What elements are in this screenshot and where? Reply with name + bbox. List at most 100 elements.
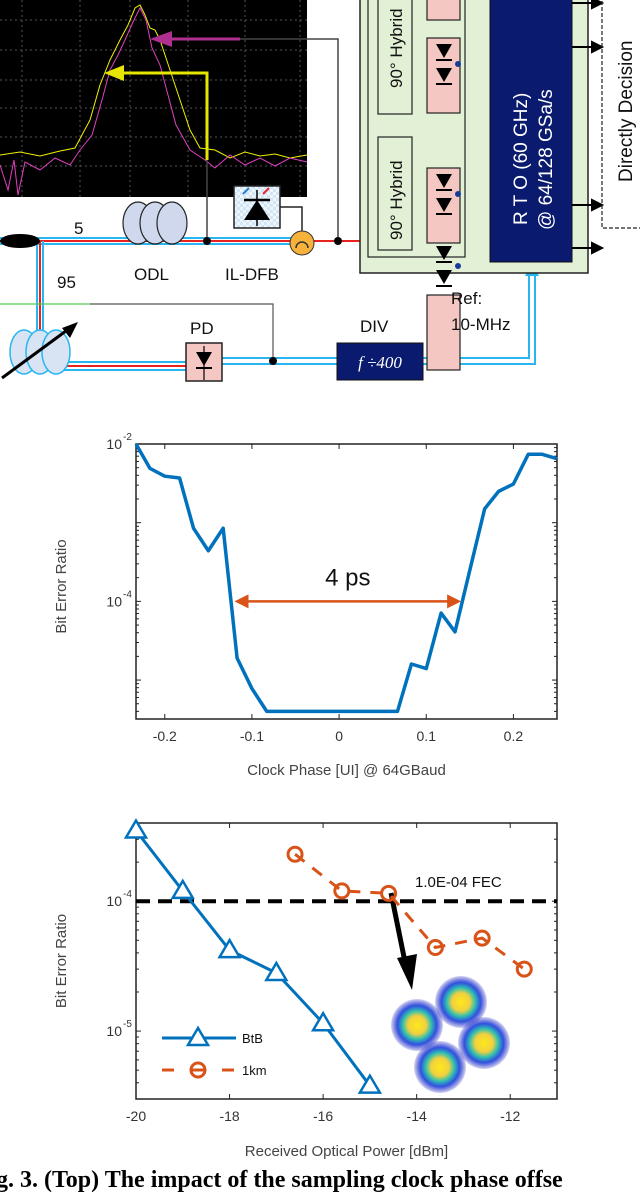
y-tick-exponent: -5 bbox=[123, 1019, 132, 1030]
hybrid-bottom bbox=[377, 136, 413, 251]
circle-marker bbox=[333, 882, 351, 900]
diode-icon bbox=[436, 44, 452, 58]
x-tick-label: -18 bbox=[219, 1108, 239, 1124]
magenta-arrowhead bbox=[150, 31, 172, 47]
minus-terminal bbox=[455, 263, 461, 269]
node-dot bbox=[334, 237, 342, 245]
x-tick-label: -16 bbox=[313, 1108, 333, 1124]
polarization-controller bbox=[9, 329, 71, 375]
circle-marker bbox=[515, 960, 533, 978]
legend-entry: BtB bbox=[162, 1025, 263, 1047]
x-tick-label: -0.1 bbox=[240, 728, 264, 744]
pd-box bbox=[426, 0, 461, 21]
diode-icon bbox=[436, 246, 452, 260]
x-tick-label: 0 bbox=[335, 728, 343, 744]
legend-label: BtB bbox=[242, 1031, 263, 1046]
constellation-inset bbox=[391, 976, 510, 1093]
decision-box bbox=[601, 0, 640, 229]
y-tick-label: 10 bbox=[106, 893, 122, 909]
x-tick-label: -20 bbox=[126, 1108, 146, 1124]
legend-entry: 1km bbox=[162, 1061, 267, 1079]
rto-line2: @ 64/128 GSa/s bbox=[536, 89, 557, 230]
hybrid-top-label: 90° Hybrid bbox=[387, 8, 406, 88]
split-5-label: 5 bbox=[74, 219, 83, 238]
il-dfb-label: IL-DFB bbox=[225, 265, 279, 284]
triangle-marker bbox=[217, 937, 242, 959]
node-dot bbox=[269, 357, 277, 365]
fec-threshold-label: 1.0E-04 FEC bbox=[415, 874, 502, 891]
triangle-marker bbox=[310, 1010, 336, 1032]
constellation-cluster bbox=[414, 1041, 466, 1093]
il-dfb-laser-icon bbox=[233, 185, 303, 232]
diode-icon bbox=[436, 68, 452, 82]
minus-terminal bbox=[455, 191, 461, 197]
triangle-marker bbox=[185, 1025, 211, 1047]
plot-frame bbox=[135, 443, 558, 720]
hybrid-bottom-label: 90° Hybrid bbox=[387, 160, 406, 240]
circle-marker bbox=[189, 1061, 207, 1079]
ref-freq-label: 10-MHz bbox=[451, 315, 511, 334]
div-box-label: f ÷400 bbox=[358, 353, 402, 372]
hybrid-top bbox=[377, 0, 413, 115]
triangle-marker bbox=[264, 960, 289, 982]
circle-marker bbox=[380, 884, 398, 902]
circle-marker bbox=[286, 845, 304, 863]
yellow-arrowhead bbox=[104, 65, 124, 81]
span-label: 4 ps bbox=[325, 564, 370, 591]
legend-label: 1km bbox=[242, 1063, 267, 1078]
pointer-arrowhead bbox=[397, 954, 417, 990]
span-arrowhead-left bbox=[234, 594, 249, 609]
series-btb bbox=[123, 818, 383, 1094]
trace-magenta bbox=[0, 6, 308, 196]
series-line bbox=[134, 829, 372, 1087]
y-tick-exponent: -4 bbox=[123, 889, 132, 900]
diode-pair-icon bbox=[436, 246, 461, 287]
decision-label: Directly Decision bbox=[616, 41, 637, 182]
circle-marker bbox=[426, 939, 444, 957]
coupler bbox=[0, 234, 40, 248]
balanced-photodiode-icon bbox=[426, 294, 461, 371]
triangle-marker bbox=[170, 878, 195, 900]
y-tick-label: 10 bbox=[106, 593, 122, 609]
pd-box bbox=[426, 294, 461, 371]
tunable-arrow bbox=[1, 326, 71, 380]
diode-pair-icon bbox=[436, 44, 461, 85]
trace-yellow bbox=[0, 4, 308, 159]
x-tick-label: -14 bbox=[407, 1108, 427, 1124]
y-tick-exponent: -2 bbox=[123, 432, 132, 443]
y-tick-label: 10 bbox=[106, 436, 122, 452]
figure-caption: g. 3. (Top) The impact of the sampling c… bbox=[0, 1167, 563, 1193]
circle-marker bbox=[473, 929, 491, 947]
y-axis-label: Bit Error Ratio bbox=[53, 539, 70, 633]
diode-pair-icon bbox=[436, 174, 461, 215]
rto-line1: R T O (60 GHz) bbox=[511, 93, 532, 225]
x-tick-label: -0.2 bbox=[153, 728, 177, 744]
triangle-marker bbox=[357, 1073, 383, 1094]
series-line bbox=[294, 853, 526, 971]
diode-icon bbox=[436, 198, 452, 212]
span-arrowhead-right bbox=[447, 594, 462, 609]
minus-terminal bbox=[455, 61, 461, 67]
odl-coil bbox=[122, 201, 188, 245]
rto-box bbox=[489, 0, 573, 263]
rto-outputs bbox=[572, 0, 605, 255]
y-tick-label: 10 bbox=[106, 1023, 122, 1039]
y-axis-label: Bit Error Ratio bbox=[53, 914, 70, 1008]
pointer-arrow-line bbox=[388, 892, 408, 963]
x-tick-label: -12 bbox=[500, 1108, 520, 1124]
ber-curve bbox=[134, 443, 558, 714]
pd-label: PD bbox=[190, 319, 214, 338]
x-axis-label: Received Optical Power [dBm] bbox=[245, 1143, 448, 1160]
constellation-cluster bbox=[391, 999, 443, 1051]
split-95-label: 95 bbox=[57, 273, 76, 292]
y-tick-exponent: -4 bbox=[123, 589, 132, 600]
constellation-cluster bbox=[458, 1017, 510, 1069]
div-label: DIV bbox=[360, 317, 389, 336]
circulator-icon bbox=[289, 230, 315, 256]
x-tick-label: 0.2 bbox=[504, 728, 524, 744]
node-dot bbox=[203, 237, 211, 245]
series-1km bbox=[286, 845, 533, 978]
diode-icon bbox=[436, 270, 452, 284]
